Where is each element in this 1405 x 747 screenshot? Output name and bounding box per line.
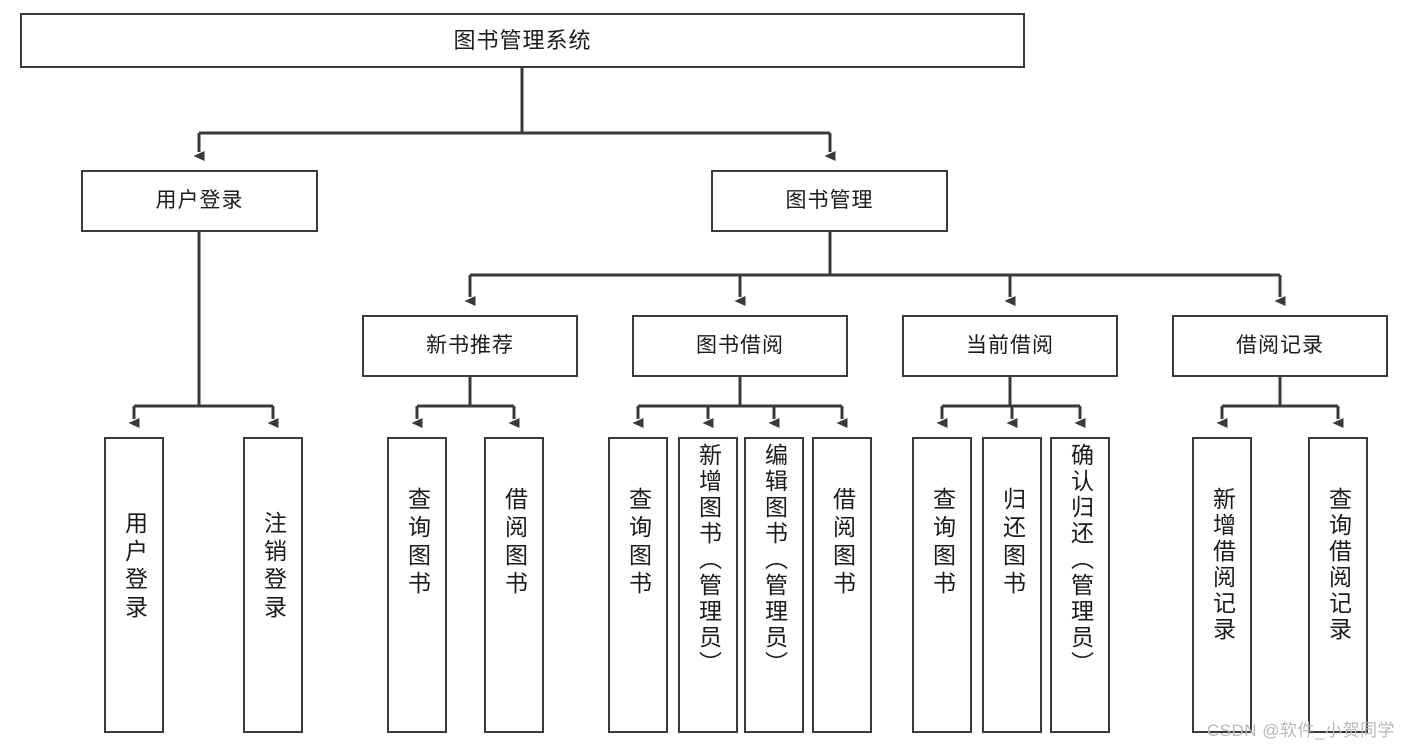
node-label: 图书管理: [785, 188, 874, 212]
leaf-add-book-admin[interactable]: 新增图书（管理员）: [678, 437, 738, 733]
node-label: 新书推荐: [426, 333, 514, 357]
node-label: 查询图书: [625, 487, 652, 599]
node-label: 新增图书（管理员）: [695, 443, 722, 677]
leaf-return-books[interactable]: 归还图书: [982, 437, 1042, 733]
leaf-add-borrow-record[interactable]: 新增借阅记录: [1192, 437, 1252, 733]
node-book-borrowing[interactable]: 图书借阅: [632, 315, 848, 377]
node-book-management-system[interactable]: 图书管理系统: [20, 13, 1025, 68]
node-user-login[interactable]: 用户登录: [81, 170, 318, 232]
leaf-logout[interactable]: 注销登录: [243, 437, 303, 733]
node-label: 查询图书: [404, 487, 431, 599]
node-label: 编辑图书（管理员）: [761, 443, 788, 677]
node-label: 用户登录: [155, 188, 244, 212]
node-label: 用户登录: [121, 511, 148, 623]
node-label: 图书借阅: [696, 333, 784, 357]
node-current-borrowing[interactable]: 当前借阅: [902, 315, 1118, 377]
leaf-user-login[interactable]: 用户登录: [104, 437, 164, 733]
leaf-query-books-cur[interactable]: 查询图书: [912, 437, 972, 733]
leaf-confirm-return-admin[interactable]: 确认归还（管理员）: [1050, 437, 1110, 733]
leaf-borrow-books-new[interactable]: 借阅图书: [484, 437, 544, 733]
node-book-management[interactable]: 图书管理: [711, 170, 948, 232]
node-borrowing-records[interactable]: 借阅记录: [1172, 315, 1388, 377]
node-label: 新增借阅记录: [1209, 487, 1236, 643]
leaf-query-borrow-record[interactable]: 查询借阅记录: [1308, 437, 1368, 733]
leaf-query-books[interactable]: 查询图书: [608, 437, 668, 733]
leaf-borrow-books[interactable]: 借阅图书: [812, 437, 872, 733]
node-label: 借阅图书: [501, 487, 528, 599]
node-label: 借阅图书: [829, 487, 856, 599]
node-new-book-recommendation[interactable]: 新书推荐: [362, 315, 578, 377]
node-label: 确认归还（管理员）: [1067, 443, 1094, 677]
node-label: 查询图书: [929, 487, 956, 599]
node-label: 归还图书: [999, 487, 1026, 599]
node-label: 图书管理系统: [453, 27, 592, 53]
node-label: 当前借阅: [966, 333, 1054, 357]
leaf-edit-book-admin[interactable]: 编辑图书（管理员）: [744, 437, 804, 733]
leaf-query-books-new[interactable]: 查询图书: [387, 437, 447, 733]
node-label: 借阅记录: [1236, 333, 1324, 357]
node-label: 注销登录: [260, 511, 287, 623]
node-label: 查询借阅记录: [1325, 487, 1352, 643]
